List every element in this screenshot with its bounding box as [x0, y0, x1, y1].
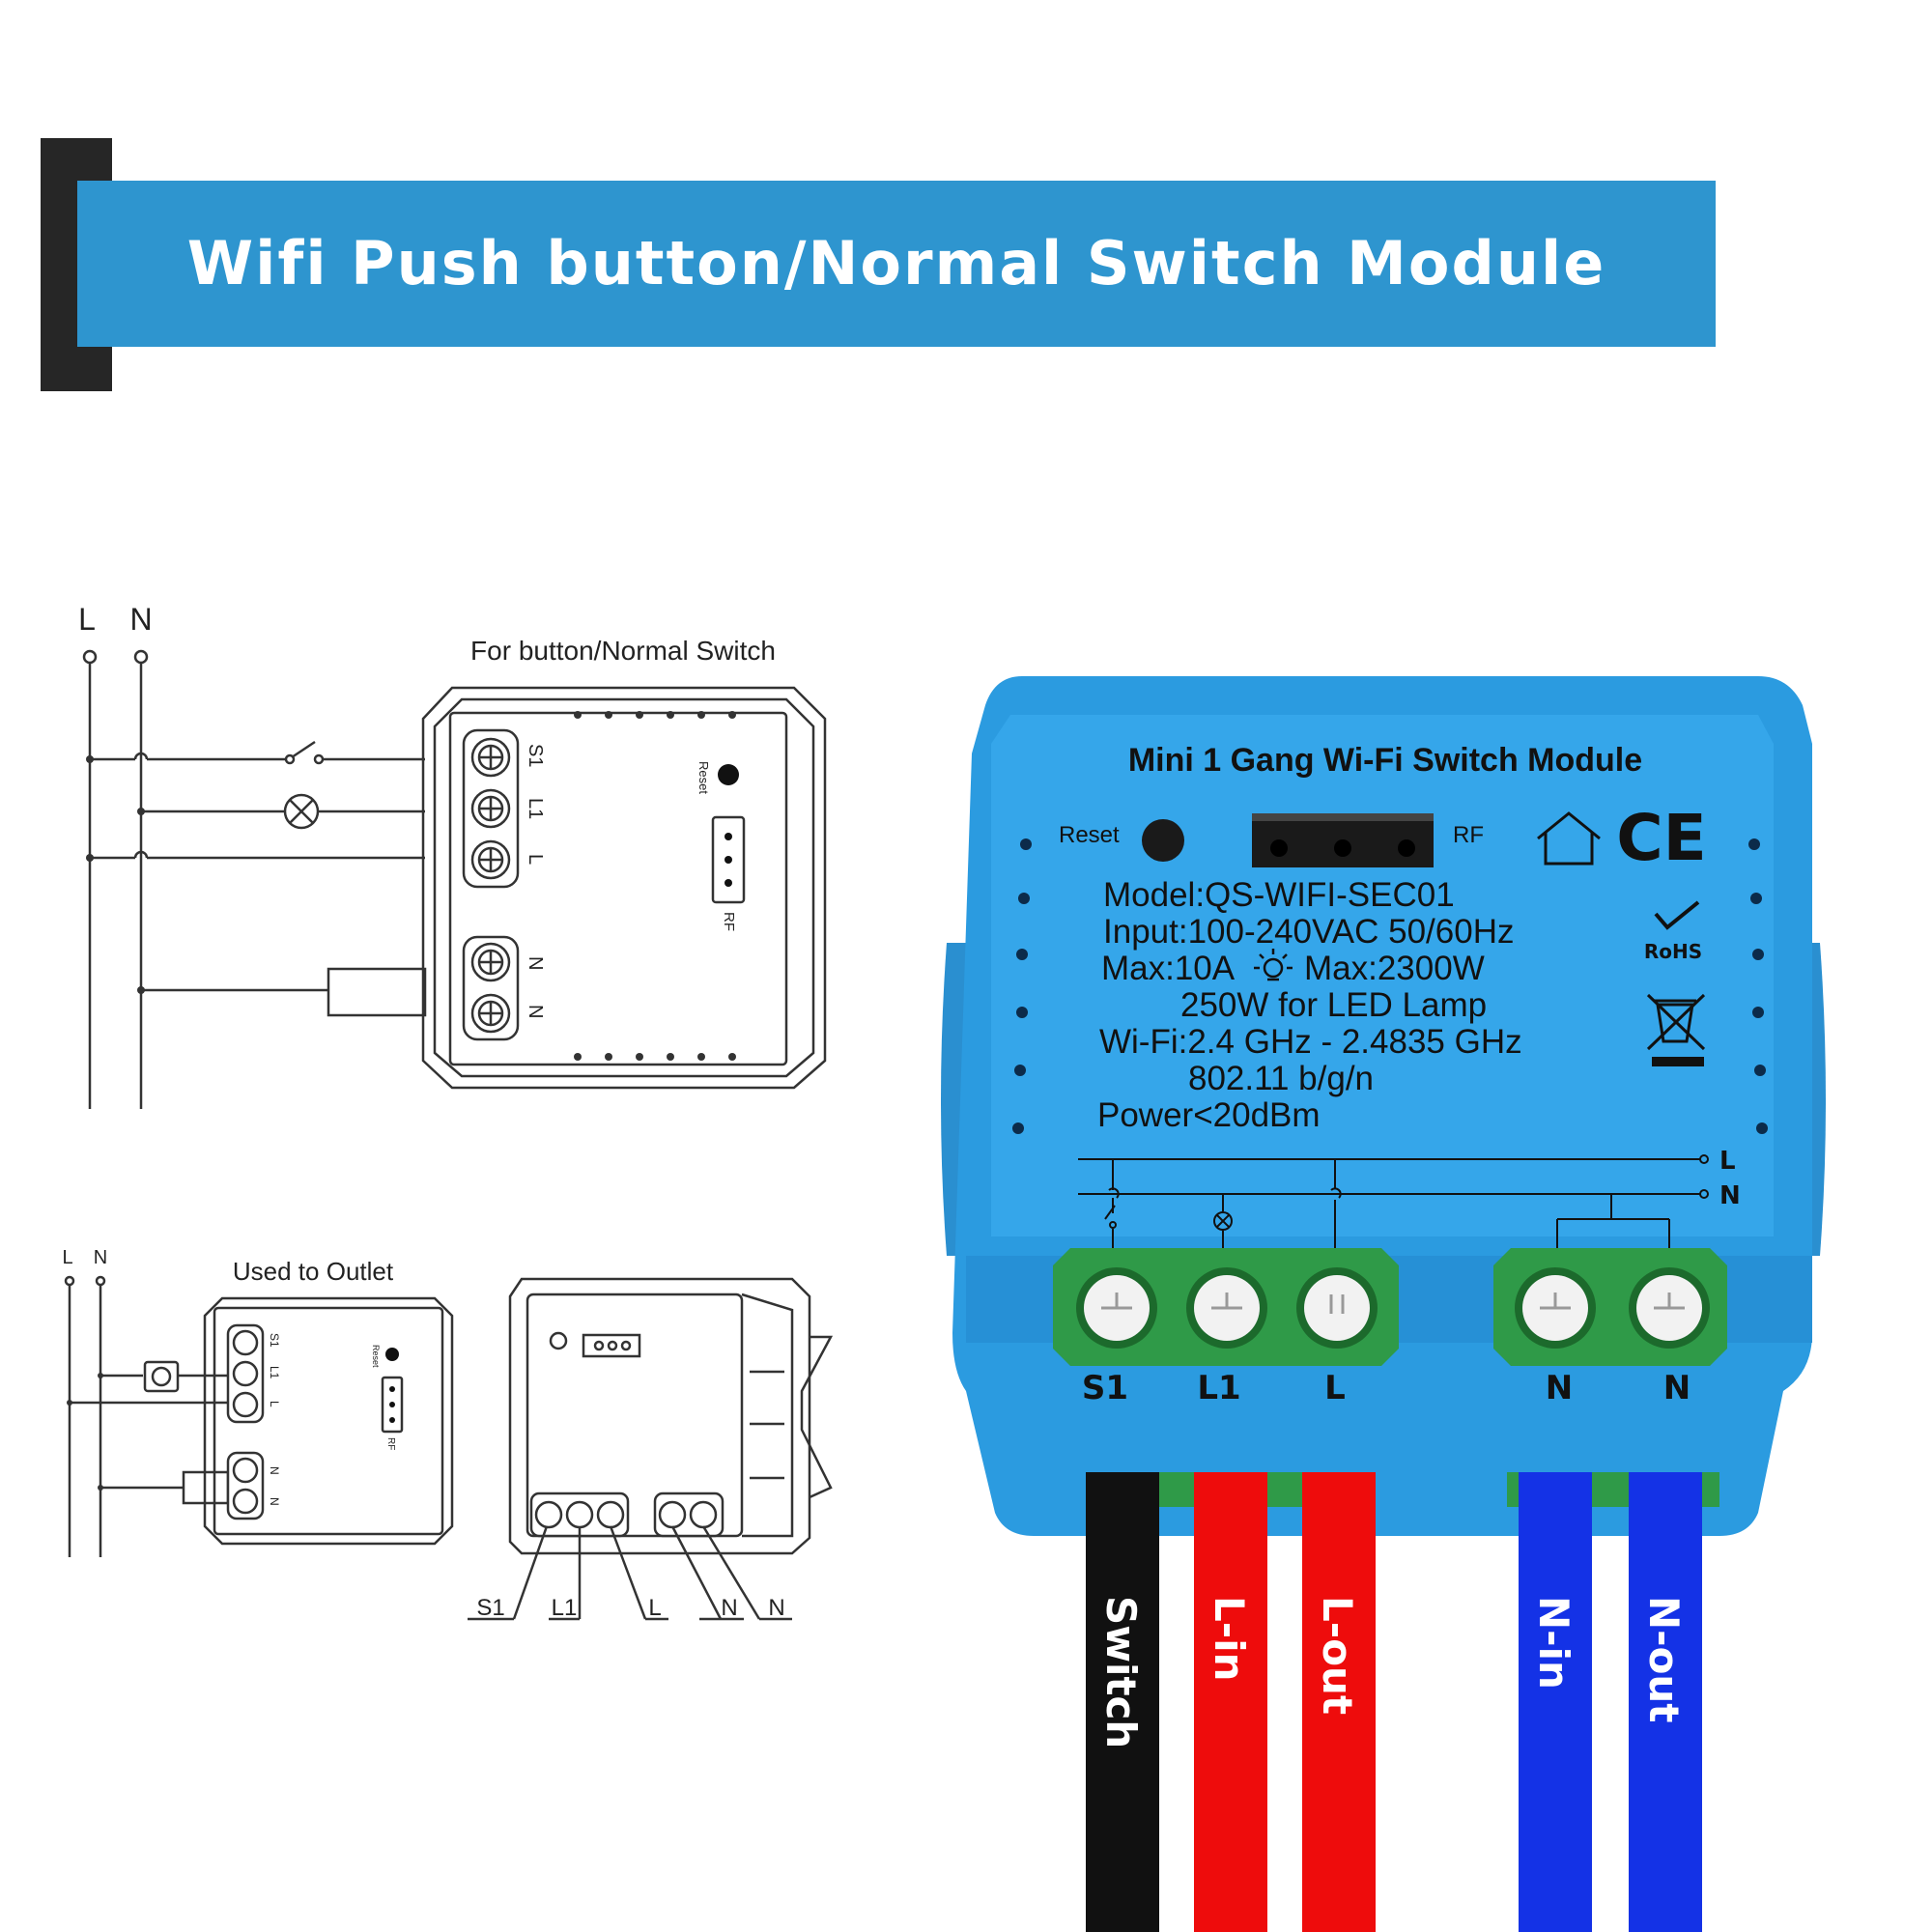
module-title: Mini 1 Gang Wi-Fi Switch Module — [1128, 742, 1642, 779]
reset-button[interactable] — [1142, 819, 1184, 862]
side-label-n1: N — [721, 1595, 737, 1621]
top-term-s1: S1 — [525, 744, 546, 767]
wire-n-out: N-out — [1629, 1472, 1702, 1932]
bottom-n-label: N — [94, 1247, 107, 1268]
terminal-label-l1: L1 — [1197, 1369, 1240, 1407]
spec-wifi: Wi-Fi:2.4 GHz - 2.4835 GHz — [1099, 1023, 1522, 1061]
weee-bin-icon — [1646, 993, 1706, 1066]
top-l-label: L — [78, 602, 96, 637]
terminal-label-s1: S1 — [1082, 1369, 1128, 1407]
spec-max-current: Max:10A — [1101, 950, 1236, 987]
module-rf-label: RF — [1453, 822, 1484, 848]
top-diagram-title: For button/Normal Switch — [470, 636, 776, 666]
top-term-n1: N — [525, 956, 546, 970]
rohs-check-icon — [1654, 900, 1700, 930]
top-term-n2: N — [525, 1005, 546, 1018]
wire-label-switch: Switch — [1097, 1596, 1145, 1748]
terminal-label-n2: N — [1663, 1369, 1690, 1407]
module-bus-lines: L N — [1078, 1147, 1741, 1248]
wire-switch: Switch — [1086, 1472, 1159, 1932]
top-rf-label: RF — [721, 912, 737, 931]
spec-model: Model:QS-WIFI-SEC01 — [1103, 876, 1455, 914]
wire-l-in: L-in — [1194, 1472, 1267, 1932]
side-label-l: L — [648, 1595, 661, 1621]
top-reset-dot — [718, 764, 739, 785]
bottom-term-l: L — [268, 1401, 281, 1407]
wire-n-in: N-in — [1519, 1472, 1592, 1932]
wiring-diagram-switch: L N For butt — [78, 602, 827, 1109]
spec-led: 250W for LED Lamp — [1180, 986, 1487, 1024]
bottom-term-s1: S1 — [268, 1333, 281, 1348]
wire-label-n-out: N-out — [1640, 1596, 1688, 1722]
indoor-use-icon — [1537, 811, 1601, 866]
bottom-term-l1: L1 — [268, 1366, 281, 1379]
spec-power: Power<20dBm — [1097, 1096, 1321, 1134]
ce-mark: CE — [1616, 801, 1707, 875]
wire-label-l-out: L-out — [1314, 1596, 1361, 1715]
bus-l-label: L — [1719, 1147, 1736, 1176]
terminal-block-neutral — [1493, 1248, 1727, 1366]
module-side-dots — [1012, 838, 1768, 1134]
top-term-l: L — [525, 854, 546, 865]
spec-protocol: 802.11 b/g/n — [1188, 1060, 1374, 1097]
bus-n-label: N — [1719, 1181, 1741, 1210]
top-reset-label: Reset — [696, 761, 711, 794]
terminal-block-main — [1053, 1248, 1399, 1366]
bottom-rf-label: RF — [385, 1437, 396, 1450]
top-module-dots — [574, 711, 736, 1061]
side-label-l1: L1 — [552, 1595, 578, 1621]
page-title: Wifi Push button/Normal Switch Module — [186, 228, 1606, 298]
spec-block: Model:QS-WIFI-SEC01 Input:100-240VAC 50/… — [1097, 876, 1522, 1134]
module-side-view: S1 L1 L N N — [468, 1277, 834, 1621]
terminal-label-n1: N — [1546, 1369, 1573, 1407]
bottom-l-label: L — [62, 1247, 72, 1268]
wire-label-l-in: L-in — [1206, 1596, 1253, 1682]
wire-l-out: L-out — [1302, 1472, 1376, 1932]
switch-module: Mini 1 Gang Wi-Fi Switch Module Reset RF… — [941, 676, 1826, 1536]
bottom-term-n1: N — [268, 1466, 281, 1475]
header-band — [77, 181, 1716, 347]
top-n-label: N — [129, 602, 152, 637]
spec-input: Input:100-240VAC 50/60Hz — [1103, 913, 1514, 951]
spec-max-power: Max:2300W — [1304, 950, 1485, 987]
bottom-diagram-title: Used to Outlet — [233, 1257, 394, 1286]
bottom-reset-label: Reset — [371, 1345, 381, 1368]
module-reset-label: Reset — [1059, 822, 1120, 848]
rohs-mark: RoHS — [1644, 940, 1702, 963]
side-label-s1: S1 — [476, 1595, 504, 1621]
bulb-icon — [1254, 949, 1293, 981]
wire-label-n-in: N-in — [1530, 1596, 1577, 1690]
top-term-l1: L1 — [525, 798, 546, 819]
bottom-term-n2: N — [268, 1497, 281, 1506]
wiring-diagram-outlet: L N Used to Outlet S1 L1 L — [62, 1247, 834, 1621]
side-label-n2: N — [768, 1595, 784, 1621]
terminal-label-l: L — [1324, 1369, 1346, 1407]
